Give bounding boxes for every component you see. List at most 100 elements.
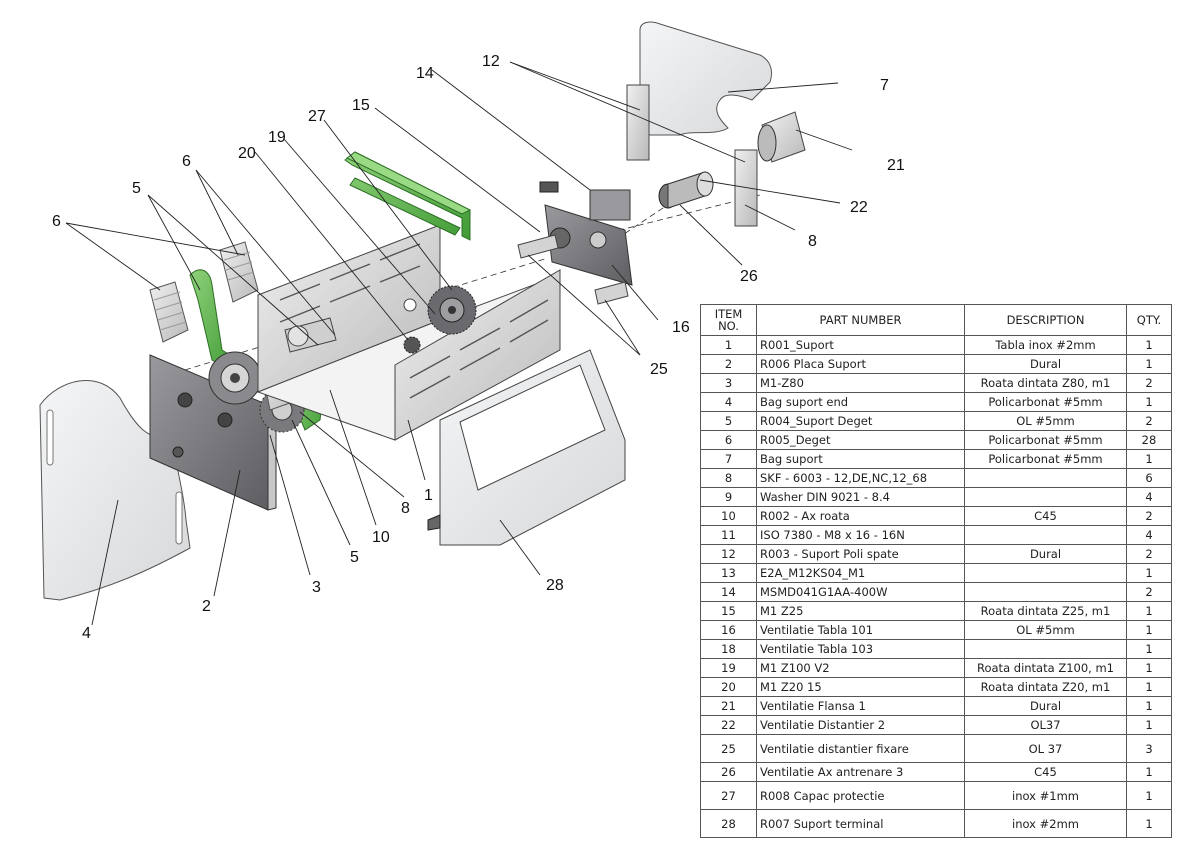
bom-qty: 1 [1126,639,1172,659]
callout-6-center: 6 [182,153,191,170]
part-21-flange [757,111,806,163]
callout-22: 22 [850,199,868,216]
callout-8-left: 8 [401,500,410,517]
bom-qty: 1 [1126,563,1172,583]
bom-item: 18 [700,639,757,659]
bom-desc: Roata dintata Z100, m1 [964,658,1127,678]
part-19-gear-z100 [427,285,477,335]
callout-5-top: 5 [132,180,141,197]
bom-part: Ventilatie Distantier 2 [756,715,965,735]
bom-qty: 2 [1126,506,1172,526]
bom-qty: 3 [1126,734,1172,763]
bom-item: 11 [700,525,757,545]
bom-qty: 2 [1126,544,1172,564]
bom-desc: Roata dintata Z25, m1 [964,601,1127,621]
bom-part: R004_Suport Deget [756,411,965,431]
part-14-servo-motor [589,189,631,221]
part-4-slot-left [46,409,54,466]
part-2-bore-bottom [217,412,233,428]
part-4-slot-right [175,491,183,545]
bom-item: 1 [700,335,757,355]
bom-item: 4 [700,392,757,412]
bom-qty: 4 [1126,487,1172,507]
bom-item: 21 [700,696,757,716]
bom-header-qty: QTY. [1126,304,1172,336]
callout-25: 25 [650,361,668,378]
bom-part: Bag suport end [756,392,965,412]
bom-desc [964,639,1127,659]
bom-header-description: DESCRIPTION [964,304,1127,336]
bom-desc [964,525,1127,545]
bom-part: R008 Capac protectie [756,781,965,810]
part-2-bore-top [177,392,193,408]
callout-1: 1 [424,487,433,504]
bom-desc: Roata dintata Z20, m1 [964,677,1127,697]
bom-qty: 1 [1126,715,1172,735]
bom-item: 15 [700,601,757,621]
bom-item: 27 [700,781,757,810]
bom-desc: OL #5mm [964,620,1127,640]
callout-2: 2 [202,598,211,615]
bom-part: M1-Z80 [756,373,965,393]
bom-qty: 2 [1126,411,1172,431]
bom-part: R005_Deget [756,430,965,450]
bom-desc: C45 [964,506,1127,526]
bom-item: 7 [700,449,757,469]
part-28-tab [427,514,441,531]
bom-part: R003 - Suport Poli spate [756,544,965,564]
bom-item: 5 [700,411,757,431]
bom-part: Ventilatie Tabla 101 [756,620,965,640]
bom-qty: 2 [1126,582,1172,602]
bom-qty: 1 [1126,335,1172,355]
bom-part: SKF - 6003 - 12,DE,NC,12_68 [756,468,965,488]
bom-item: 19 [700,658,757,678]
bom-part: ISO 7380 - M8 x 16 - 16N [756,525,965,545]
bom-desc: OL #5mm [964,411,1127,431]
bom-qty: 1 [1126,677,1172,697]
bom-desc: Tabla inox #2mm [964,335,1127,355]
part-27-cover-top [346,151,472,215]
bom-part: Ventilatie Ax antrenare 3 [756,762,965,782]
bom-desc: inox #2mm [964,809,1127,838]
bom-qty: 1 [1126,696,1172,716]
bom-part: Bag suport [756,449,965,469]
part-1-base-hole [403,298,417,312]
bom-part: Washer DIN 9021 - 8.4 [756,487,965,507]
bom-qty: 1 [1126,762,1172,782]
bom-desc [964,563,1127,583]
bom-qty: 1 [1126,809,1172,838]
bom-part: MSMD041G1AA-400W [756,582,965,602]
bom-desc [964,468,1127,488]
callout-8-right: 8 [808,233,817,250]
bom-item: 14 [700,582,757,602]
bom-qty: 6 [1126,468,1172,488]
bom-desc: OL37 [964,715,1127,735]
callout-labels: 14 15 27 19 20 6 5 6 12 7 21 22 8 26 16 … [52,53,905,642]
part-12-rear-support-left [626,84,650,161]
callout-3: 3 [312,579,321,596]
part-28-display-window [459,364,606,491]
bom-part: M1 Z20 15 [756,677,965,697]
part-1-frame-slots-front [409,299,549,399]
bom-part: Ventilatie Tabla 103 [756,639,965,659]
part-2-bore-low [172,446,184,458]
callout-27: 27 [308,108,326,125]
